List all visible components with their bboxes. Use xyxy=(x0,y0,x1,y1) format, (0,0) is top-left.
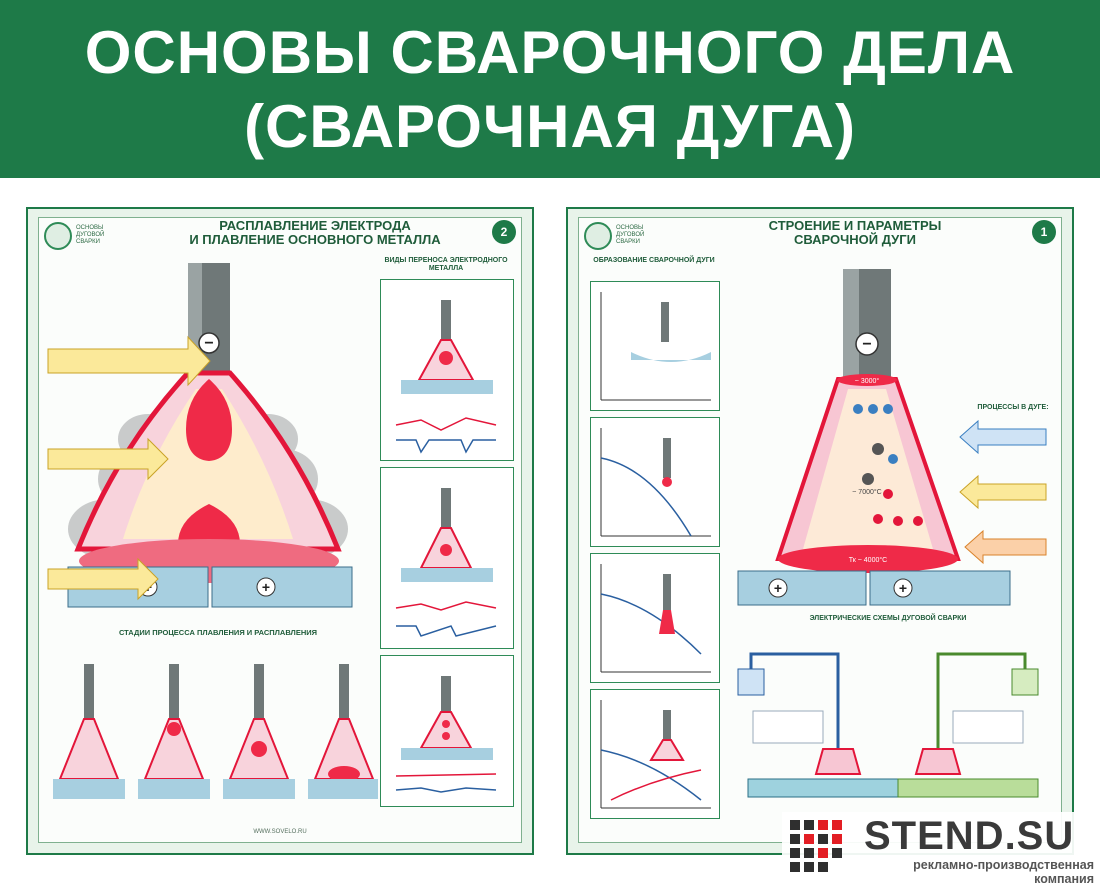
base-metal-right xyxy=(869,570,1011,606)
banner-title-line2: (СВАРОЧНАЯ ДУГА) xyxy=(244,93,856,160)
cathode-spot xyxy=(837,374,897,386)
transfer-diagram-2 xyxy=(395,488,497,637)
circuit-scheme-right xyxy=(897,652,1039,798)
stage-3 xyxy=(223,664,295,799)
poster-title-line2: СВАРОЧНОЙ ДУГИ xyxy=(794,232,916,247)
stages-heading: СТАДИИ ПРОЦЕССА ПЛАВЛЕНИЯ И РАСПЛАВЛЕНИЯ xyxy=(118,628,318,637)
formation-panel-4 xyxy=(590,689,720,819)
transfer-diagram-1 xyxy=(395,300,497,454)
electrode-minus-label: − xyxy=(862,336,871,353)
transfer-panel-3 xyxy=(380,655,514,807)
poster-logo-icon xyxy=(584,222,612,250)
process-arrow-1 xyxy=(959,419,1047,455)
formation-diagram-2 xyxy=(600,428,711,537)
title-banner: ОСНОВЫ СВАРОЧНОГО ДЕЛА (СВАРОЧНАЯ ДУГА) xyxy=(0,0,1100,178)
electrode-melting-diagram: − + + xyxy=(47,263,353,608)
poster-title-line2: И ПЛАВЛЕНИЕ ОСНОВНОГО МЕТАЛЛА xyxy=(189,232,441,247)
poster-number-badge: 2 xyxy=(492,220,516,244)
formation-diagram-1 xyxy=(600,292,711,401)
brand-name: STEND.SU xyxy=(864,814,1075,858)
ion-particles xyxy=(853,404,923,526)
poster-electrode-melting: ОСНОВЫ ДУГОВОЙ СВАРКИ РАСПЛАВЛЕНИЕ ЭЛЕКТ… xyxy=(26,207,534,855)
banner-title-line1: ОСНОВЫ СВАРОЧНОГО ДЕЛА xyxy=(84,19,1016,86)
poster-arc-structure: ОСНОВЫ ДУГОВОЙ СВАРКИ СТРОЕНИЕ И ПАРАМЕТ… xyxy=(566,207,1074,855)
minus-sign-icon xyxy=(855,332,879,356)
temp-mid-label: ~ 7000°С xyxy=(852,488,881,496)
process-arrow-3 xyxy=(964,529,1047,565)
poster-title-line1: РАСПЛАВЛЕНИЕ ЭЛЕКТРОДА xyxy=(219,218,411,233)
base-metal-left xyxy=(737,570,867,606)
formation-diagram-3 xyxy=(600,564,711,673)
plus-sign-icon-left xyxy=(768,578,788,598)
base-plus-label-right: + xyxy=(899,580,907,596)
formation-panel-2 xyxy=(590,417,720,547)
process-arrow-2 xyxy=(959,474,1047,510)
poster-number-badge: 1 xyxy=(1032,220,1056,244)
melting-stages-diagram xyxy=(53,664,378,799)
minus-sign-icon xyxy=(198,332,220,354)
stage-2 xyxy=(138,664,210,799)
stend-su-logo: STEND.SU рекламно-производственная компа… xyxy=(782,812,1100,890)
poster-title-line1: СТРОЕНИЕ И ПАРАМЕТРЫ xyxy=(768,218,942,233)
base-plus-label-left: + xyxy=(774,580,782,596)
stage-1 xyxy=(53,664,125,799)
temp-top-label: ~ 3000° xyxy=(855,377,880,385)
plus-sign-icon-right xyxy=(256,577,276,597)
formation-diagram-4 xyxy=(600,700,711,809)
formula-arrow-2 xyxy=(47,437,169,481)
circuit-scheme-left xyxy=(737,652,899,798)
poster-logo-icon xyxy=(44,222,72,250)
brand-tagline: рекламно-производственная компания xyxy=(913,858,1094,886)
poster-logo-text: ОСНОВЫ ДУГОВОЙ СВАРКИ xyxy=(76,225,105,245)
molten-drop-top xyxy=(186,379,232,461)
electrode-minus-label: − xyxy=(204,335,213,352)
stage-4 xyxy=(308,664,378,799)
poster-footer-url: WWW.SOVELO.RU xyxy=(253,829,307,835)
transfer-types-heading: ВИДЫ ПЕРЕНОСА ЭЛЕКТРОДНОГО МЕТАЛЛА xyxy=(384,257,508,272)
brand-grid-icon xyxy=(790,820,842,872)
poster-title: РАСПЛАВЛЕНИЕ ЭЛЕКТРОДА И ПЛАВЛЕНИЕ ОСНОВ… xyxy=(138,219,492,247)
formation-panel-3 xyxy=(590,553,720,683)
plus-sign-icon-right xyxy=(893,578,913,598)
transfer-panel-2 xyxy=(380,467,514,649)
formula-arrow-3 xyxy=(47,557,159,601)
base-metal-right xyxy=(211,566,353,608)
transfer-diagram-3 xyxy=(395,676,497,793)
poster-logo-text: ОСНОВЫ ДУГОВОЙ СВАРКИ xyxy=(616,225,645,245)
formula-arrow-1 xyxy=(47,335,211,387)
poster-title: СТРОЕНИЕ И ПАРАМЕТРЫ СВАРОЧНОЙ ДУГИ xyxy=(678,219,1032,247)
temp-bottom-label: Тк ~ 4000°С xyxy=(849,556,887,564)
arc-formation-heading: ОБРАЗОВАНИЕ СВАРОЧНОЙ ДУГИ xyxy=(593,257,715,264)
formation-panel-1 xyxy=(590,281,720,411)
transfer-panel-1 xyxy=(380,279,514,461)
base-plus-label-right: + xyxy=(262,579,270,595)
arc-structure-diagram: − ~ 3000° ~ 7000°С Тк ~ 4000°С + + ПРОЦЕ… xyxy=(737,269,1049,606)
processes-heading: ПРОЦЕССЫ В ДУГЕ: xyxy=(977,404,1048,411)
circuit-schemes-heading: ЭЛЕКТРИЧЕСКИЕ СХЕМЫ ДУГОВОЙ СВАРКИ xyxy=(809,615,967,622)
anode-spot xyxy=(778,545,958,573)
welding-circuit-diagrams xyxy=(737,652,1039,798)
